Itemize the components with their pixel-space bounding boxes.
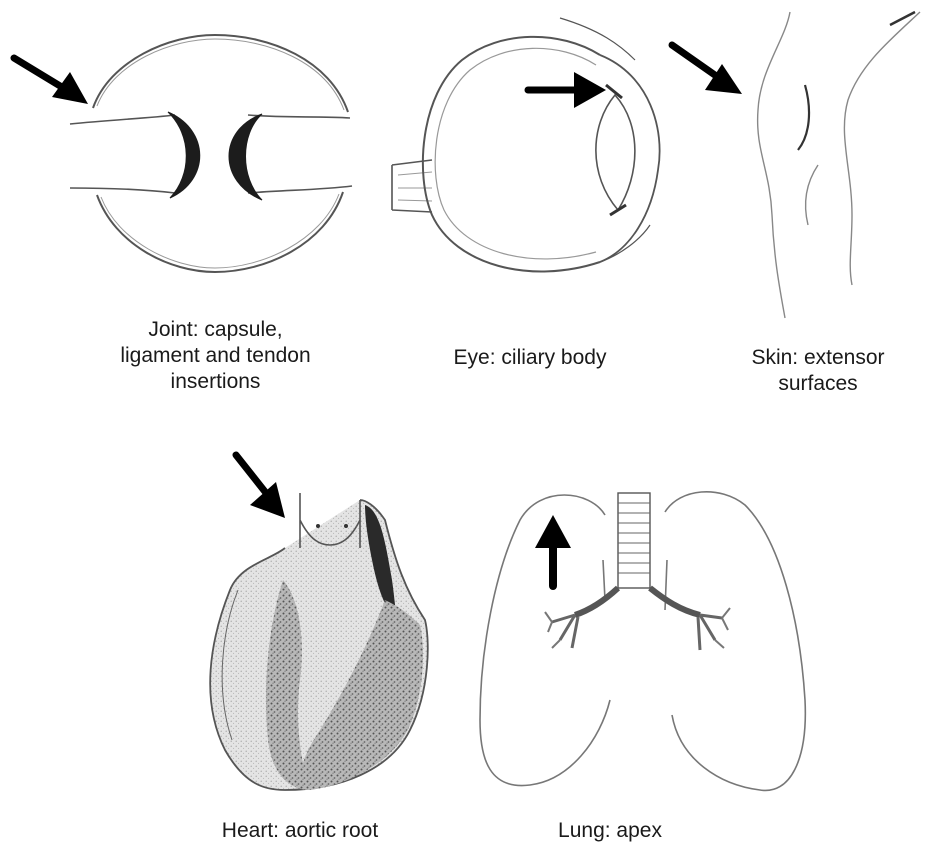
- caption-skin-line-1: Skin: extensor: [718, 345, 918, 371]
- caption-lung: Lung: apex: [530, 818, 690, 844]
- skin-crease-lower: [806, 165, 818, 225]
- caption-lung-text: Lung: apex: [530, 818, 690, 844]
- arrow-icon: [236, 455, 285, 518]
- arrow-icon: [672, 45, 742, 94]
- caption-eye: Eye: ciliary body: [420, 345, 640, 371]
- joint-capsule-lower: [97, 192, 343, 272]
- eye-optic-nerve: [392, 160, 432, 212]
- lung-trachea: [618, 493, 650, 588]
- caption-joint-line-1: Joint: capsule,: [78, 317, 353, 343]
- joint-cartilage-right: [229, 114, 262, 200]
- eye-globe: [423, 37, 600, 272]
- skin-illustration: [758, 12, 920, 318]
- caption-joint-line-3: insertions: [78, 369, 353, 395]
- eye-lens: [596, 95, 635, 210]
- caption-heart-text: Heart: aortic root: [190, 818, 410, 844]
- lung-right: [665, 492, 805, 791]
- caption-heart: Heart: aortic root: [190, 818, 410, 844]
- lung-illustration: [480, 492, 805, 791]
- eye-illustration: [392, 18, 660, 271]
- arrow-icon: [535, 515, 571, 586]
- skin-limb-outline-left: [758, 12, 790, 318]
- heart-illustration: [210, 493, 428, 790]
- joint-illustration: [70, 35, 352, 272]
- caption-joint-line-2: ligament and tendon: [78, 343, 353, 369]
- joint-capsule-upper: [93, 35, 348, 112]
- joint-cartilage-left: [168, 112, 200, 198]
- caption-joint: Joint: capsule, ligament and tendon inse…: [78, 317, 353, 395]
- caption-skin: Skin: extensor surfaces: [718, 345, 918, 397]
- caption-skin-line-2: surfaces: [718, 371, 918, 397]
- arrow-icon: [528, 72, 606, 108]
- arrow-icon: [14, 58, 88, 104]
- skin-crease-upper: [798, 85, 809, 150]
- caption-eye-text: Eye: ciliary body: [420, 345, 640, 371]
- skin-limb-outline-right: [844, 12, 920, 285]
- lung-bronchi: [575, 588, 700, 615]
- joint-bone-left: [70, 115, 175, 193]
- joint-bone-right: [248, 115, 352, 193]
